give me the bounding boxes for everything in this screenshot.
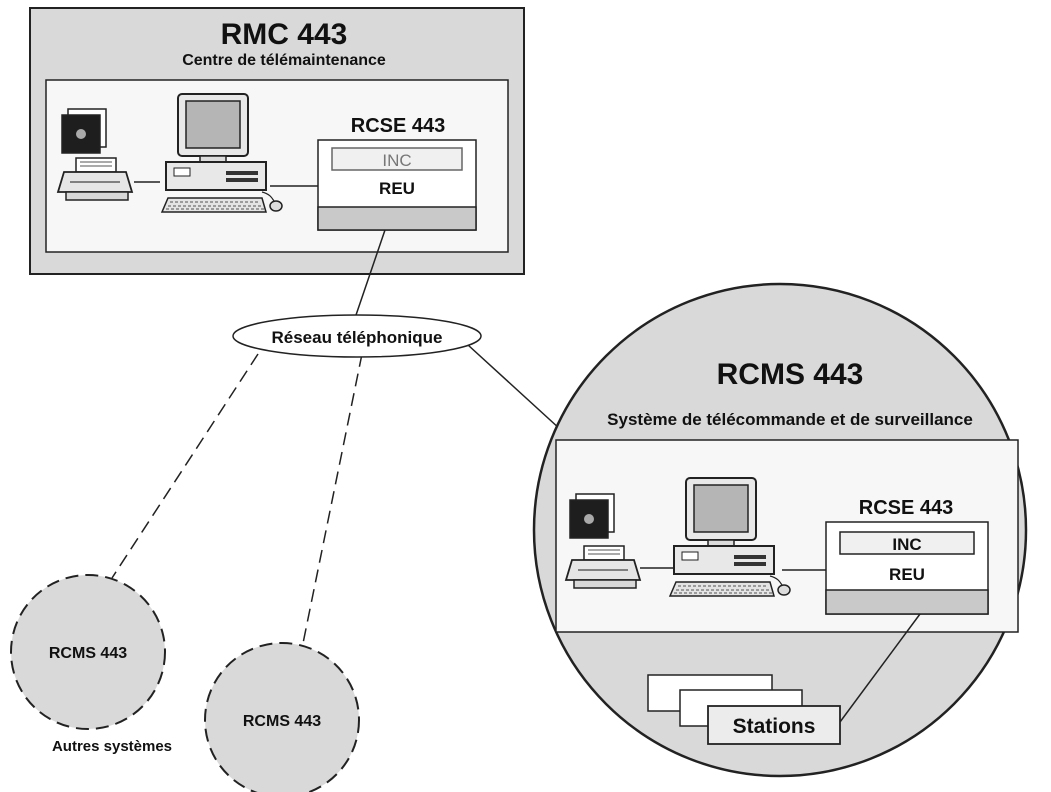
- rcms-rcse-title: RCSE 443: [859, 497, 954, 519]
- rmc-rcse-title: RCSE 443: [351, 115, 446, 137]
- stations-stack: Stations: [647, 674, 841, 745]
- other-rcms-node-2: [204, 642, 360, 792]
- rmc-subtitle: Centre de télémaintenance: [182, 52, 386, 69]
- other-rcms-node-1: [10, 574, 166, 730]
- rcms-main-subtitle: Système de télécommande et de surveillan…: [607, 410, 973, 429]
- stations-label: Stations: [733, 715, 816, 738]
- other-rcms-node-1-label: RCMS 443: [49, 645, 127, 662]
- telephone-network: Réseau téléphonique: [232, 314, 482, 358]
- disk-icon: [61, 108, 107, 154]
- rcms-reu-label: REU: [889, 565, 925, 584]
- rmc-inc-label: INC: [382, 151, 411, 170]
- disk-icon: [569, 493, 615, 539]
- other-systems: RCMS 443 RCMS 443 Autres systèmes: [10, 574, 360, 792]
- other-rcms-node-2-label: RCMS 443: [243, 713, 321, 730]
- rcms-inc-label: INC: [892, 535, 921, 554]
- other-systems-label: Autres systèmes: [52, 738, 172, 755]
- rcms-main-system: RCMS 443 Système de télécommande et de s…: [532, 282, 1028, 778]
- network-links: [111, 229, 573, 659]
- rcms-rcse-unit: RCSE 443 INC REU: [825, 497, 989, 615]
- rmc-reu-label: REU: [379, 179, 415, 198]
- network-label: Réseau téléphonique: [272, 328, 443, 347]
- rcms-main-title: RCMS 443: [717, 358, 864, 391]
- rmc-panel: RMC 443 Centre de télémaintenance RCSE 4…: [29, 7, 525, 275]
- rmc-title: RMC 443: [221, 18, 348, 51]
- rmc-rcse-unit: RCSE 443 INC REU: [317, 115, 477, 231]
